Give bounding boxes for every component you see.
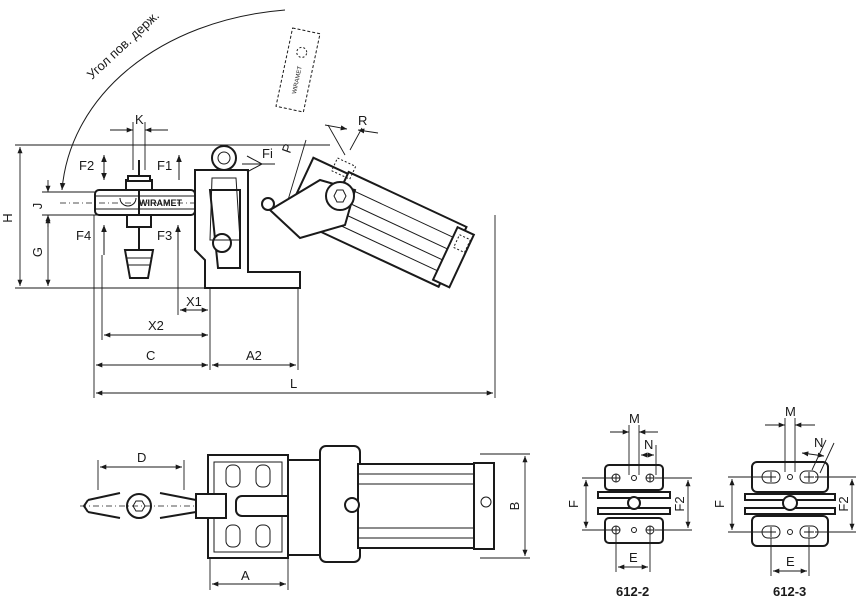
- dim-label-Fi: Fi: [262, 146, 273, 161]
- dim-label-E-612-3: E: [786, 554, 795, 569]
- swing-angle-arc: [59, 9, 286, 191]
- top-view: D B A: [80, 445, 530, 590]
- dim-label-F2-612-3: F2: [836, 496, 851, 511]
- base-612-3: M N F F2 E 612-3: [712, 404, 856, 599]
- dim-label-K: K: [135, 112, 144, 127]
- side-view: Угол пов. держ. WIRAMET H J G K F2 F1: [0, 8, 496, 398]
- dim-label-N-612-2: N: [644, 437, 653, 452]
- dim-label-A: A: [241, 568, 250, 583]
- force-label-F2: F2: [79, 158, 94, 173]
- dim-label-C: C: [146, 348, 155, 363]
- base-612-2: M N F F2 E 612-2: [566, 411, 692, 599]
- dim-label-X1: X1: [186, 294, 202, 309]
- dim-label-H: H: [0, 213, 15, 222]
- spindle-assembly: [123, 160, 155, 279]
- dim-label-R: R: [358, 113, 367, 128]
- dim-label-F2-612-2: F2: [672, 496, 687, 511]
- dim-label-G: G: [30, 247, 45, 257]
- force-label-F1: F1: [157, 158, 172, 173]
- arc-label: Угол пов. держ.: [84, 8, 162, 82]
- tag-brand-text: WIRAMET: [292, 65, 304, 94]
- dim-label-A2: A2: [246, 348, 262, 363]
- dim-label-B: B: [507, 502, 522, 511]
- dim-label-M-612-3: M: [785, 404, 796, 419]
- pivot-hex-bolt-icon: [325, 181, 355, 211]
- caption-612-2: 612-2: [616, 584, 649, 599]
- caption-612-3: 612-3: [773, 584, 806, 599]
- dim-label-P: P: [279, 142, 296, 155]
- force-label-F3: F3: [157, 228, 172, 243]
- dim-label-L: L: [290, 376, 297, 391]
- force-label-F4: F4: [76, 228, 91, 243]
- dim-label-D: D: [137, 450, 146, 465]
- brand-logo-icon: [119, 197, 137, 207]
- dim-label-E-612-2: E: [629, 550, 638, 565]
- dim-label-N-612-3: N: [814, 435, 823, 450]
- dim-label-M-612-2: M: [629, 411, 640, 426]
- pivot-screw-icon: [344, 497, 360, 513]
- dim-label-X2: X2: [148, 318, 164, 333]
- dim-label-F-612-2: F: [566, 500, 581, 508]
- dim-label-J: J: [30, 203, 45, 210]
- raised-arm-tag: WIRAMET: [275, 27, 321, 113]
- cylinder-port-icon: [480, 496, 492, 508]
- dim-label-F-612-3: F: [712, 500, 727, 508]
- clamp-arm: WIRAMET: [94, 189, 196, 216]
- clamp-body: [194, 145, 301, 289]
